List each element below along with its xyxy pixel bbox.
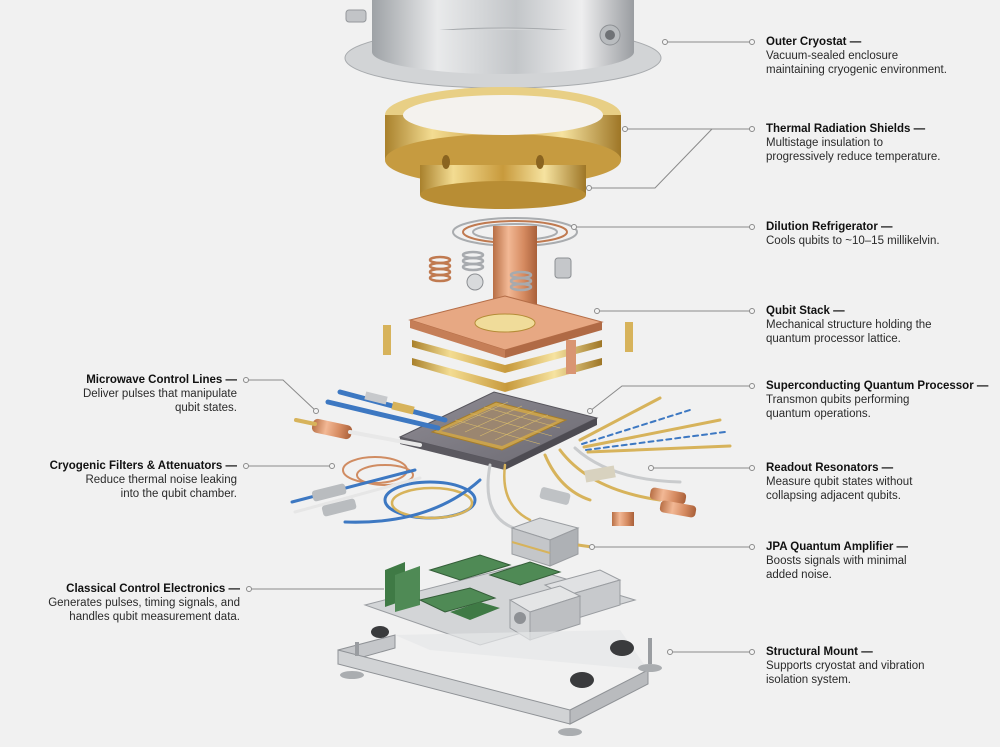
callout-desc: collapsing adjacent qubits. [766, 490, 901, 502]
callout-title: Readout Resonators — [766, 462, 894, 474]
callout-desc: Vacuum-sealed enclosure [766, 50, 899, 62]
callout-desc: qubit states. [174, 402, 237, 414]
thermal-shields-illustration [385, 87, 621, 209]
callout-dilution-refrigerator: Dilution Refrigerator — Cools qubits to … [766, 220, 940, 248]
callout-desc: Deliver pulses that manipulate [82, 388, 237, 400]
callout-jpa-amplifier: JPA Quantum Amplifier — Boosts signals w… [766, 540, 908, 582]
leader-lines [246, 41, 752, 653]
callout-qubit-stack: Qubit Stack — Mechanical structure holdi… [766, 304, 932, 346]
quantum-processor-illustration [398, 391, 599, 470]
callout-cryogenic-filters: Cryogenic Filters & Attenuators — Reduce… [50, 459, 237, 501]
callout-thermal-radiation-shields: Thermal Radiation Shields — Multistage i… [766, 122, 941, 164]
callout-microwave-control-lines: Microwave Control Lines — Deliver pulses… [83, 373, 237, 415]
callout-desc: Reduce thermal noise leaking [85, 474, 237, 486]
qubit-stack-illustration [383, 295, 633, 392]
control-electronics-illustration [363, 554, 637, 646]
callout-desc: handles qubit measurement data. [69, 611, 240, 623]
callout-desc: Generates pulses, timing signals, and [48, 597, 240, 609]
callout-desc: Cools qubits to ~10–15 millikelvin. [766, 235, 940, 247]
callout-desc: Measure qubit states without [766, 476, 913, 488]
callout-desc: into the qubit chamber. [120, 488, 237, 500]
callout-title: Qubit Stack — [766, 305, 845, 317]
callout-title: Classical Control Electronics — [66, 583, 240, 595]
leader-dots [243, 39, 755, 655]
callout-desc: Mechanical structure holding the [766, 319, 932, 331]
callout-quantum-processor: Superconducting Quantum Processor — Tran… [766, 379, 988, 421]
callout-structural-mount: Structural Mount — Supports cryostat and… [766, 645, 925, 687]
callout-desc: progressively reduce temperature. [766, 151, 941, 163]
callout-desc: quantum operations. [766, 408, 871, 420]
callout-desc: added noise. [766, 569, 832, 581]
callout-desc: isolation system. [766, 674, 852, 686]
callout-title: Thermal Radiation Shields — [766, 123, 926, 135]
callout-desc: Multistage insulation to [766, 137, 883, 149]
dilution-refrigerator-illustration [428, 217, 578, 306]
callout-outer-cryostat: Outer Cryostat — Vacuum-sealed enclosure… [766, 35, 947, 77]
callout-title: Dilution Refrigerator — [766, 221, 893, 233]
callout-desc: Supports cryostat and vibration [766, 660, 925, 672]
callout-desc: Boosts signals with minimal [766, 555, 907, 567]
callout-title: Cryogenic Filters & Attenuators — [49, 460, 237, 472]
jpa-amplifier-illustration [510, 517, 593, 567]
callout-title: Microwave Control Lines — [86, 374, 237, 386]
callout-title: Structural Mount — [766, 646, 873, 658]
callout-desc: quantum processor lattice. [766, 333, 901, 345]
structural-mount-illustration [337, 626, 662, 736]
outer-cryostat-illustration [344, 0, 662, 89]
callout-classical-control-electronics: Classical Control Electronics — Generate… [48, 582, 240, 624]
callout-title: Superconducting Quantum Processor — [766, 380, 989, 392]
callout-title: JPA Quantum Amplifier — [766, 541, 909, 553]
control-cables-illustration [290, 389, 732, 532]
callout-desc: Transmon qubits performing [766, 394, 910, 406]
callout-readout-resonators: Readout Resonators — Measure qubit state… [766, 461, 912, 503]
callout-desc: maintaining cryogenic environment. [766, 64, 947, 76]
callout-title: Outer Cryostat — [766, 36, 862, 48]
